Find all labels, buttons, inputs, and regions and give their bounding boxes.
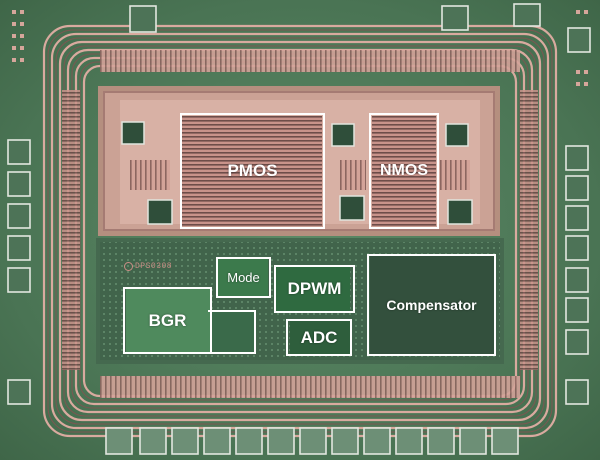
pmos-block: PMOS bbox=[180, 113, 325, 229]
bgr-block-extension bbox=[208, 310, 256, 354]
adc-block: ADC bbox=[286, 319, 352, 356]
adc-label: ADC bbox=[300, 327, 338, 347]
bgr-block: BGR bbox=[123, 287, 212, 354]
compensator-label: Compensator bbox=[386, 297, 477, 313]
mode-label: Mode bbox=[227, 270, 260, 285]
mode-block: Mode bbox=[216, 257, 271, 298]
compensator-block: Compensator bbox=[367, 254, 496, 356]
dpwm-label: DPWM bbox=[287, 279, 342, 298]
nmos-block: NMOS bbox=[369, 113, 439, 229]
chip-marking: DPS0308 bbox=[135, 262, 173, 271]
nmos-label: NMOS bbox=[380, 162, 428, 179]
dpwm-block: DPWM bbox=[274, 265, 355, 313]
chip-logo bbox=[124, 262, 133, 271]
pmos-label: PMOS bbox=[227, 161, 278, 180]
bgr-label: BGR bbox=[148, 310, 187, 330]
